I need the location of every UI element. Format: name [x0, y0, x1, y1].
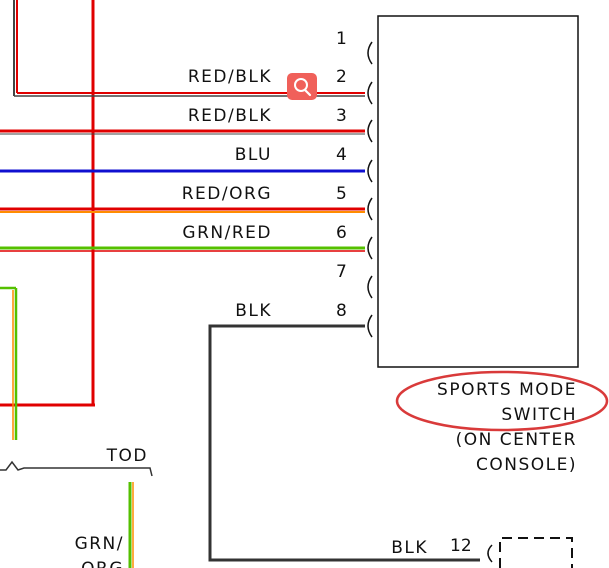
sports-mode-switch-box — [377, 15, 579, 368]
tod-connector — [0, 460, 153, 477]
cavity-6 — [367, 236, 373, 260]
pin-number-4: 4 — [336, 145, 347, 165]
pin-number-7: 7 — [336, 262, 347, 282]
cavity-2 — [367, 81, 373, 105]
pin-number-5: 5 — [336, 184, 347, 204]
magnifier-icon[interactable] — [287, 73, 317, 100]
wire-label-pin8: BLK — [235, 301, 272, 321]
cavity-1 — [367, 41, 373, 65]
pin-number-1: 1 — [336, 29, 347, 49]
bottom-pin-number: 12 — [450, 536, 472, 556]
bottom-wire-label: BLK — [391, 538, 428, 558]
component-name-line4: CONSOLE) — [476, 455, 577, 475]
grn-org-label-line2: ORG — [81, 559, 124, 568]
pin-number-2: 2 — [336, 67, 347, 87]
pin-number-6: 6 — [336, 223, 347, 243]
connector-cavities — [367, 41, 373, 338]
wire-label-pin5: RED/ORG — [182, 184, 272, 204]
wire-label-pin6: GRN/RED — [182, 223, 272, 243]
cavity-7 — [367, 275, 373, 299]
grn-org-label-line1: GRN/ — [75, 534, 124, 554]
highlight-ellipse — [395, 370, 609, 432]
cavity-3 — [367, 119, 373, 143]
wire-label-pin4: BLU — [235, 145, 272, 165]
bottom-component-dashed — [499, 537, 573, 568]
pin-number-3: 3 — [336, 106, 347, 126]
wire-label-pin3: RED/BLK — [188, 106, 272, 126]
cavity-8 — [367, 314, 373, 338]
wire-pin8-black — [208, 324, 480, 562]
component-name-line1: SPORTS MODE — [437, 380, 577, 400]
component-name-line2: SWITCH — [501, 405, 577, 425]
bottom-cavity — [487, 544, 493, 563]
tod-label: TOD — [106, 446, 148, 466]
pin-number-8: 8 — [336, 301, 347, 321]
cavity-4 — [367, 159, 373, 183]
wire-label-pin2: RED/BLK — [188, 67, 272, 87]
component-name-line3: (ON CENTER — [456, 430, 577, 450]
cavity-5 — [367, 197, 373, 221]
